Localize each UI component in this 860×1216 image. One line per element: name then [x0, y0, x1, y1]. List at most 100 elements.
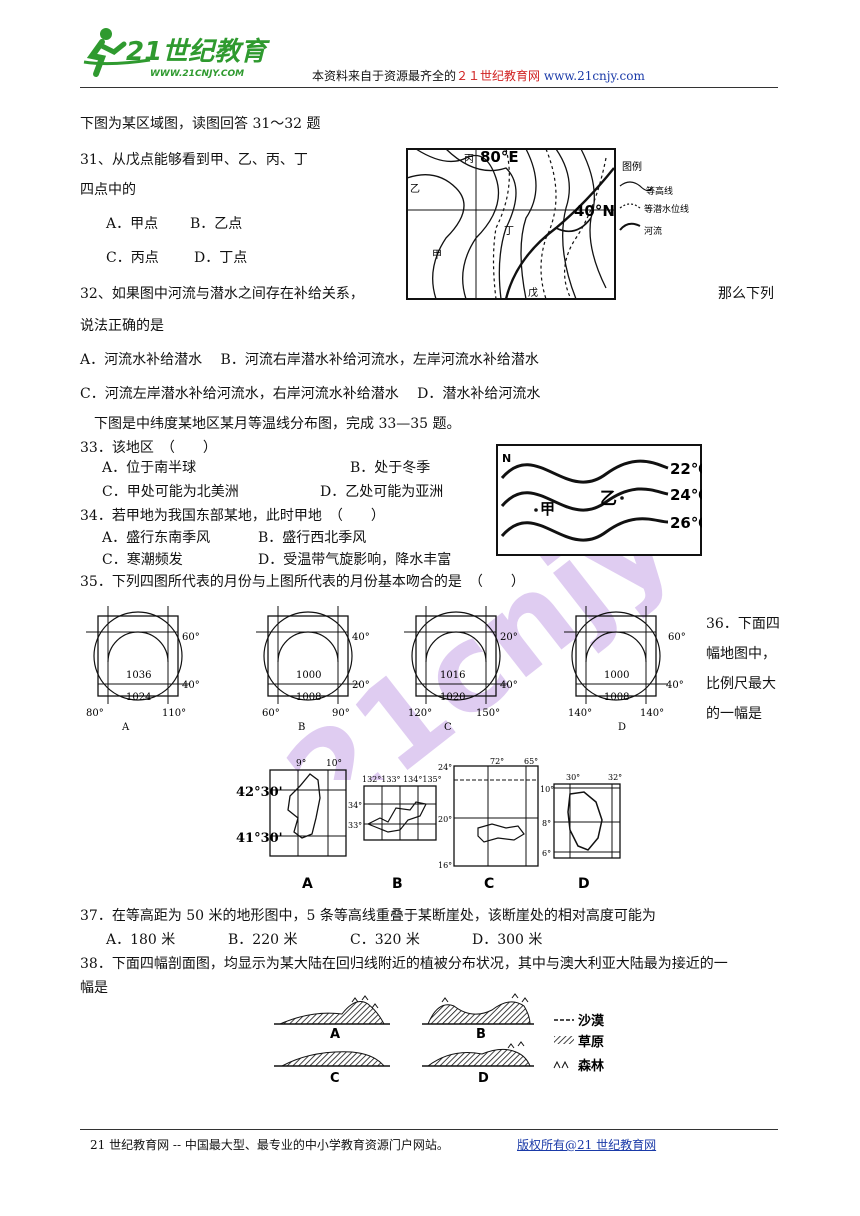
pressure-map-c: 20° 40° 1016 1020 120° 150° C	[404, 606, 518, 733]
pma-inner: 1036	[126, 670, 151, 681]
profile-a-letter: A	[330, 1027, 340, 1042]
header-rule	[80, 87, 778, 88]
pmc-lat-bot: 40°	[500, 680, 518, 691]
q33-option-a[interactable]: A．位于南半球	[102, 460, 197, 476]
q32-options-cd[interactable]: C．河流左岸潜水补给河流水，右岸河流水补给潜水 D．潜水补给河流水	[80, 386, 541, 402]
smc-lat1: 24°	[438, 763, 452, 772]
pmc-lon-left: 120°	[408, 708, 432, 719]
smd-lat2: 8°	[542, 819, 551, 828]
logo-subtext: WWW.21CNJY.COM	[150, 69, 244, 79]
pmd-inner: 1000	[604, 670, 629, 681]
map1-legend-river: 河流	[644, 225, 662, 237]
smb-lat2: 33°	[348, 821, 362, 830]
pmb-letter: B	[298, 722, 305, 733]
pressure-map-d: 60° 40° 1000 1008 140° 140° D	[564, 606, 686, 733]
pma-lat-bot: 40°	[182, 680, 200, 691]
profile-c: C	[274, 1051, 390, 1086]
q34-option-c[interactable]: C．寒潮频发	[102, 552, 183, 568]
logo-text: 21世纪教育	[126, 37, 270, 67]
q31-option-b[interactable]: B．乙点	[190, 216, 243, 232]
footer-copyright-link[interactable]: 版权所有@21 世纪教育网	[517, 1138, 657, 1152]
footer-text: 21 世纪教育网 -- 中国最大型、最专业的中小学教育资源门户网站。	[90, 1138, 449, 1152]
pmb-lat-bot: 20°	[352, 680, 370, 691]
map1-lat-label: 40°N	[574, 202, 615, 220]
q37-stem: 37．在等高距为 50 米的地形图中，5 条等高线重叠于某断崖处，该断崖处的相对…	[80, 908, 656, 924]
q36-stem-4: 的一幅是	[706, 706, 762, 722]
smb-lons: 132°133° 134°135°	[362, 775, 442, 784]
legend-forest: 森林	[578, 1058, 604, 1074]
pmc-outer: 1020	[440, 692, 465, 703]
iso-point-yi: 乙	[600, 489, 617, 509]
pmb-lon-left: 60°	[262, 708, 280, 719]
isotherm-22: 22℃	[670, 460, 702, 478]
smd-lon1: 30°	[566, 773, 580, 782]
q38-stem-2: 幅是	[80, 980, 108, 996]
isotherm-map: N 22℃ 24℃ 26℃ 甲 乙	[496, 444, 702, 556]
q34-option-a[interactable]: A．盛行东南季风	[102, 530, 211, 546]
map1-point-yi: 乙	[410, 183, 420, 195]
q31-stem-2: 四点中的	[80, 182, 136, 198]
q33-option-d[interactable]: D．乙处可能为亚洲	[320, 484, 444, 500]
scale-map-d: 30° 32° 10° 8° 6° D	[540, 773, 622, 892]
pmc-lat-top: 20°	[500, 632, 518, 643]
profile-b: B	[422, 993, 534, 1042]
q34-stem: 34．若甲地为我国东部某地，此时甲地 （ ）	[80, 508, 385, 524]
q34-option-d[interactable]: D．受温带气旋影响，降水丰富	[258, 552, 452, 568]
pressure-map-a: 60° 40° 1036 1024 80° 110° A	[86, 606, 200, 733]
pmb-lat-top: 40°	[352, 632, 370, 643]
smc-letter: C	[484, 876, 494, 892]
runner-logo-icon: 21世纪教育 WWW.21CNJY.COM	[83, 28, 270, 79]
q31-option-c[interactable]: C．丙点	[106, 250, 159, 266]
q32-options-ab[interactable]: A．河流水补给潜水 B．河流右岸潜水补给河流水，左岸河流水补给潜水	[80, 352, 539, 368]
map1-point-bing: 丙	[464, 154, 474, 165]
pmd-lon-right: 140°	[640, 708, 664, 719]
q34-option-b[interactable]: B．盛行西北季风	[258, 530, 367, 546]
pma-lon-right: 110°	[162, 708, 186, 719]
q35-stem: 35．下列四图所代表的月份与上图所代表的月份基本吻合的是 （ ）	[80, 574, 525, 590]
pmd-letter: D	[618, 722, 626, 733]
sma-lon1: 9°	[296, 759, 306, 769]
header-url[interactable]: www.21cnjy.com	[543, 69, 645, 83]
q36-stem-1: 36．下面四	[706, 616, 780, 632]
pmc-letter: C	[444, 722, 452, 733]
smc-lat2: 20°	[438, 815, 452, 824]
q37-option-a[interactable]: A．180 米	[106, 932, 176, 948]
smb-lat1: 34°	[348, 801, 362, 810]
smd-lat3: 6°	[542, 849, 551, 858]
q37-option-c[interactable]: C．320 米	[350, 932, 420, 948]
contour-map: 80°E 40°N 丙 乙 丁 甲 戊 图例 等高线 等潜水位线 河流	[406, 148, 689, 300]
smd-lon2: 32°	[608, 773, 622, 782]
map1-legend-title: 图例	[622, 160, 642, 173]
header-note: 本资料来自于资源最齐全的２１世纪教育网 www.21cnjy.com	[312, 69, 645, 83]
q37-option-b[interactable]: B．220 米	[228, 932, 298, 948]
q31-option-d[interactable]: D．丁点	[194, 250, 248, 266]
profile-d: D	[422, 1041, 534, 1086]
sma-letter: A	[302, 876, 313, 892]
q33-option-b[interactable]: B．处于冬季	[350, 460, 431, 476]
q37-option-d[interactable]: D．300 米	[472, 932, 543, 948]
map1-point-wu: 戊	[528, 287, 538, 299]
q32-stem-1-tail: 那么下列	[718, 286, 774, 302]
profile-a: A	[274, 995, 390, 1042]
map1-legend-contour: 等高线	[646, 185, 673, 197]
q31-stem-1: 31、从戊点能够看到甲、乙、丙、丁	[80, 152, 308, 168]
isotherm-24: 24℃	[670, 486, 702, 504]
q33-option-c[interactable]: C．甲处可能为北美洲	[102, 484, 239, 500]
q33-stem: 33．该地区 （ ）	[80, 440, 217, 456]
map1-point-ding: 丁	[504, 226, 514, 237]
q31-option-a[interactable]: A．甲点	[106, 216, 159, 232]
smb-letter: B	[392, 876, 403, 892]
pmd-lat-top: 60°	[668, 632, 686, 643]
smd-letter: D	[578, 876, 590, 892]
smc-lon1: 72°	[490, 757, 504, 766]
sma-lon2: 10°	[326, 759, 342, 769]
isotherm-26: 26℃	[670, 514, 702, 532]
q36-stem-2: 幅地图中，	[706, 646, 776, 662]
pmb-inner: 1000	[296, 670, 321, 681]
q32-stem-1: 32、如果图中河流与潜水之间存在补给关系，	[80, 286, 364, 302]
map1-lon-label: 80°E	[480, 148, 519, 166]
map1-point-jia: 甲	[432, 250, 442, 261]
scale-map-b: 132°133° 134°135° 34° 33° B	[348, 775, 442, 892]
header-site-name: ２１世纪教育网	[456, 69, 541, 83]
vegetation-profiles: A B C D 沙漠 草原 森林	[274, 993, 605, 1086]
